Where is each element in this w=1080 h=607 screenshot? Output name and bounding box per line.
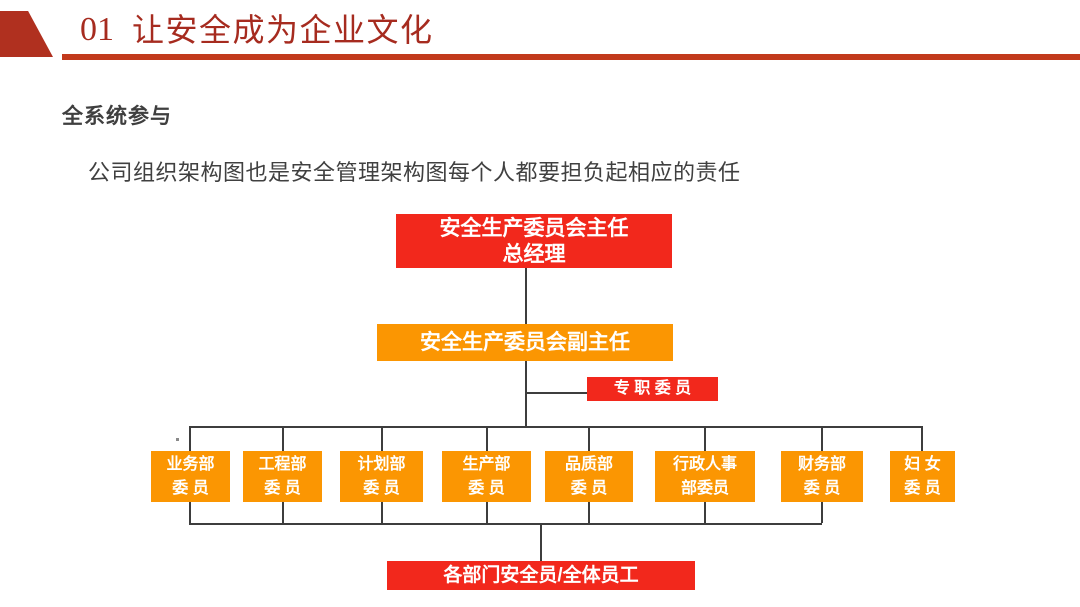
- dept-label-line2: 委 员: [904, 480, 941, 497]
- org-node-dept-admin-hr: 行政人事 部委员: [655, 451, 755, 502]
- connector-root-to-deputy: [525, 268, 527, 324]
- dept-label-line2: 委 员: [570, 480, 608, 497]
- corner-ribbon-shape: [0, 11, 53, 57]
- drop-line-dept-4: [486, 426, 488, 451]
- org-node-chairman: 安全生产委员会主任 总经理: [396, 214, 672, 268]
- org-node-dept-engineering: 工程部 委 员: [243, 451, 322, 502]
- connector-bus-to-bottom-box: [540, 523, 542, 561]
- org-node-chairman-line2: 总经理: [502, 243, 566, 266]
- dept-label-line1: 工程部: [258, 456, 307, 473]
- dept-label-line1: 行政人事: [672, 456, 737, 473]
- dept-label-line1: 计划部: [357, 456, 406, 473]
- org-node-dept-finance: 财务部 委 员: [781, 451, 863, 502]
- title-underline: [62, 54, 1080, 60]
- connector-to-staff: [525, 392, 587, 394]
- section-number: 01: [80, 11, 114, 48]
- org-node-dept-production: 生产部 委 员: [442, 451, 531, 502]
- down-line-dept-1: [189, 502, 191, 523]
- org-node-dept-quality: 品质部 委 员: [545, 451, 633, 502]
- down-line-dept-5: [588, 502, 590, 523]
- drop-line-dept-7: [821, 426, 823, 451]
- down-line-dept-3: [381, 502, 383, 523]
- section-heading: 全系统参与: [62, 105, 172, 128]
- down-line-dept-2: [282, 502, 284, 523]
- drop-line-dept-5: [588, 426, 590, 451]
- connector-deputy-to-bus: [525, 361, 527, 427]
- dept-label-line1: 财务部: [797, 456, 846, 473]
- org-node-dept-business: 业务部 委 员: [151, 451, 230, 502]
- stray-dot: [176, 438, 179, 441]
- org-node-dept-women: 妇 女 委 员: [890, 451, 955, 502]
- drop-line-dept-6: [704, 426, 706, 451]
- org-node-all-staff: 各部门安全员/全体员工: [387, 561, 695, 590]
- drop-line-dept-2: [282, 426, 284, 451]
- drop-line-dept-3: [381, 426, 383, 451]
- drop-line-dept-8: [921, 426, 923, 451]
- dept-label-line2: 委 员: [264, 480, 301, 497]
- org-node-chairman-line1: 安全生产委员会主任: [439, 217, 629, 240]
- body-text: 公司组织架构图也是安全管理架构图每个人都要担负起相应的责任: [88, 160, 741, 185]
- top-bus-line: [189, 426, 922, 428]
- drop-line-dept-1: [189, 426, 191, 451]
- org-node-dept-planning: 计划部 委 员: [340, 451, 423, 502]
- bottom-bus-line: [189, 523, 822, 525]
- dept-label-line2: 委 员: [172, 480, 209, 497]
- org-node-full-time-member: 专 职 委 员: [587, 377, 718, 401]
- dept-label-line2: 委 员: [803, 480, 841, 497]
- down-line-dept-6: [704, 502, 706, 523]
- dept-label-line2: 委 员: [468, 480, 505, 497]
- org-node-vice-chairman: 安全生产委员会副主任: [377, 324, 673, 361]
- dept-label-line1: 妇 女: [904, 456, 941, 473]
- page-title: 01 让安全成为企业文化: [80, 8, 434, 52]
- down-line-dept-7: [821, 502, 823, 523]
- dept-label-line1: 生产部: [462, 456, 511, 473]
- dept-label-line2: 部委员: [680, 480, 729, 497]
- dept-label-line1: 业务部: [166, 456, 215, 473]
- down-line-dept-4: [486, 502, 488, 523]
- section-title: 让安全成为企业文化: [132, 12, 434, 48]
- dept-label-line2: 委 员: [363, 480, 400, 497]
- dept-label-line1: 品质部: [564, 456, 613, 473]
